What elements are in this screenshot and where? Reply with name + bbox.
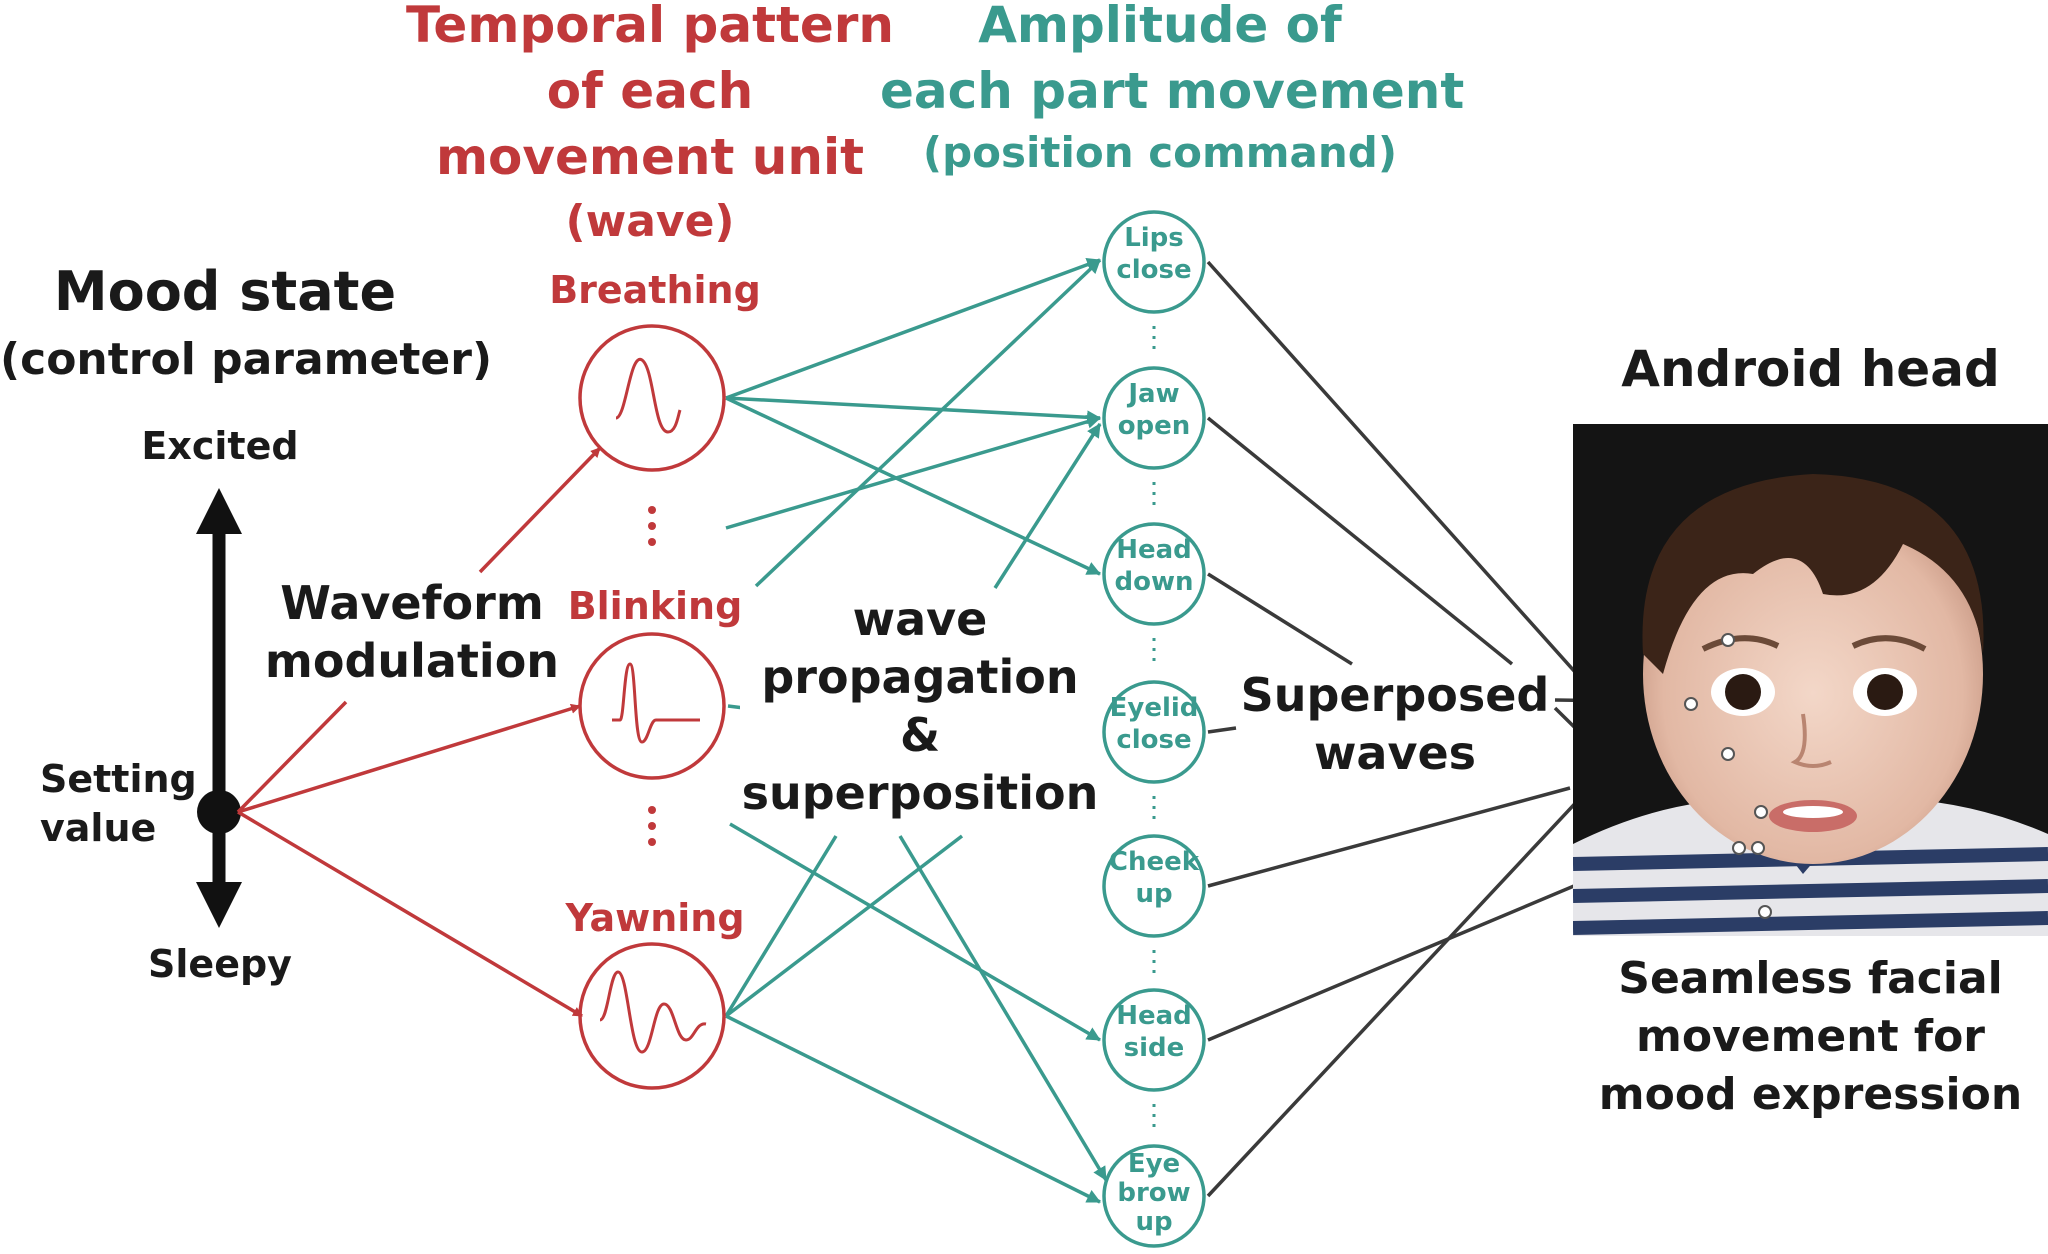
part-label-line: brow bbox=[1117, 1178, 1191, 1208]
part-label-eye-brow-up: Eye brow up bbox=[1104, 1150, 1204, 1237]
blinking-wave-icon bbox=[612, 662, 700, 744]
android-caption-line: Seamless facial bbox=[1618, 953, 2003, 1004]
part-label-line: close bbox=[1116, 255, 1192, 285]
part-circle-lips-close bbox=[1102, 210, 1206, 314]
part-circle-jaw-open bbox=[1102, 366, 1206, 470]
part-label-lips-close: Lips close bbox=[1104, 222, 1204, 286]
part-label-line: Head bbox=[1116, 1001, 1192, 1031]
yawning-wave-icon bbox=[599, 970, 707, 1054]
mood-state-title: Mood state bbox=[53, 260, 397, 323]
temporal-heading-line4: (wave) bbox=[565, 196, 735, 247]
mood-state-subtitle: (control parameter) bbox=[0, 334, 493, 385]
part-circle-eye-brow-up bbox=[1102, 1144, 1206, 1248]
part-label-line: Eye bbox=[1127, 1149, 1181, 1179]
part-circles bbox=[1102, 210, 1206, 1248]
part-label-eyelid-close: Eyelid close bbox=[1104, 692, 1204, 756]
breathing-circle bbox=[578, 324, 726, 472]
part-circle-eyelid-close bbox=[1102, 680, 1206, 784]
yawning-label: Yawning bbox=[565, 896, 745, 940]
waveform-modulation-line2: modulation bbox=[264, 634, 560, 688]
part-label-line: Head bbox=[1116, 535, 1192, 565]
part-label-line: up bbox=[1135, 1207, 1173, 1237]
setting-value-label-line1: Setting bbox=[40, 757, 197, 801]
part-label-line: open bbox=[1117, 411, 1191, 441]
temporal-heading-line3: movement unit bbox=[435, 128, 865, 186]
amplitude-heading-line1: Amplitude of bbox=[978, 0, 1342, 54]
part-label-jaw-open: Jaw open bbox=[1104, 378, 1204, 442]
propagation-arrows bbox=[724, 257, 1108, 1204]
wave-icons bbox=[599, 358, 707, 1054]
part-label-line: close bbox=[1116, 725, 1192, 755]
superposed-label-line: Superposed bbox=[1240, 668, 1550, 722]
sleepy-label: Sleepy bbox=[148, 942, 292, 986]
setting-value-dot bbox=[197, 790, 241, 834]
blinking-label: Blinking bbox=[567, 584, 743, 628]
part-label-line: Jaw bbox=[1128, 379, 1180, 409]
android-head-photo bbox=[1573, 424, 2048, 936]
temporal-heading-line2: of each bbox=[546, 62, 754, 120]
breathing-wave-icon bbox=[615, 358, 682, 434]
propagation-label-line: superposition bbox=[741, 766, 1099, 820]
excited-label: Excited bbox=[141, 424, 299, 468]
propagation-label-line: propagation bbox=[761, 650, 1079, 704]
temporal-heading-line1: Temporal pattern bbox=[405, 0, 895, 54]
part-label-line: Lips bbox=[1124, 223, 1184, 253]
propagation-label-line: & bbox=[899, 708, 941, 762]
propagation-label: wave propagation & superposition bbox=[740, 590, 1100, 822]
part-label-line: down bbox=[1114, 567, 1194, 597]
android-caption-line: movement for bbox=[1635, 1011, 1986, 1062]
superposed-waves-label: Superposed waves bbox=[1240, 666, 1550, 782]
part-label-line: up bbox=[1135, 879, 1173, 909]
superposed-label-line: waves bbox=[1313, 726, 1477, 780]
part-label-head-down: Head down bbox=[1104, 534, 1204, 598]
android-head-title: Android head bbox=[1621, 340, 2000, 398]
unit-ellipsis bbox=[648, 506, 656, 846]
waveform-modulation-line1: Waveform bbox=[280, 576, 544, 630]
part-label-line: side bbox=[1123, 1033, 1185, 1063]
part-circle-head-side bbox=[1102, 988, 1206, 1092]
movement-unit-circles bbox=[578, 324, 726, 1090]
breathing-label: Breathing bbox=[549, 268, 761, 312]
android-caption-line: mood expression bbox=[1598, 1069, 2023, 1120]
blinking-circle bbox=[578, 632, 726, 780]
setting-value-label-line2: value bbox=[40, 806, 157, 850]
modulation-arrows bbox=[236, 446, 602, 1018]
part-circle-cheek-up bbox=[1102, 834, 1206, 938]
yawning-circle bbox=[578, 942, 726, 1090]
android-face-illustration bbox=[1573, 424, 2048, 936]
android-caption: Seamless facial movement for mood expres… bbox=[1573, 950, 2048, 1124]
amplitude-heading-line2: each part movement bbox=[880, 62, 1465, 120]
mood-axis bbox=[196, 488, 242, 928]
part-label-line: Eyelid bbox=[1109, 693, 1199, 723]
amplitude-heading-line3: (position command) bbox=[922, 128, 1398, 177]
part-circle-head-down bbox=[1102, 522, 1206, 626]
part-label-line: Cheek bbox=[1108, 847, 1200, 877]
part-label-head-side: Head side bbox=[1104, 1000, 1204, 1064]
part-label-cheek-up: Cheek up bbox=[1104, 846, 1204, 910]
propagation-label-line: wave bbox=[852, 592, 988, 646]
